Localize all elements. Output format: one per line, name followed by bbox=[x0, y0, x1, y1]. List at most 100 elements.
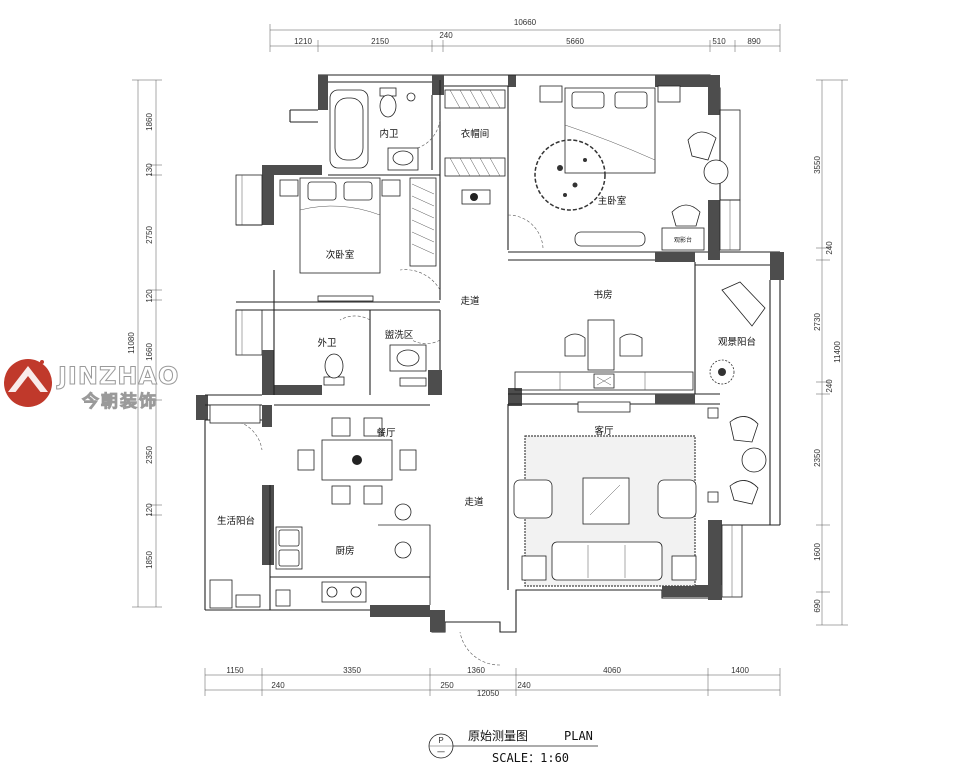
logo-brand-en: JINZHAO bbox=[56, 362, 179, 390]
washing-machine-icon bbox=[209, 579, 233, 609]
dining-table-icon bbox=[297, 417, 417, 505]
coffee-table-icon bbox=[582, 477, 630, 525]
room-label-closet: 衣帽间 bbox=[461, 128, 490, 140]
room-label-second-bedroom: 次卧室 bbox=[326, 249, 355, 261]
end-table-icon bbox=[521, 555, 547, 581]
dim-right-4: 240 bbox=[825, 379, 834, 393]
bathtub-icon bbox=[329, 89, 369, 169]
column-icon bbox=[707, 491, 719, 503]
dim-bottom-3: 1360 bbox=[467, 666, 485, 675]
interior-partitions bbox=[269, 80, 509, 610]
logo-brand-cn: 今朝装饰 bbox=[82, 391, 158, 412]
wardrobe-rack-icon bbox=[444, 89, 506, 177]
room-label-living: 客厅 bbox=[594, 425, 614, 437]
dim-right-6: 1600 bbox=[813, 543, 822, 561]
dim-top-6: 890 bbox=[747, 37, 761, 46]
chair-icon bbox=[729, 416, 759, 443]
sink-icon bbox=[387, 147, 419, 171]
room-label-washing-area: 盥洗区 bbox=[385, 329, 414, 341]
toilet-icon bbox=[379, 87, 397, 118]
dim-right-total: 11400 bbox=[833, 341, 842, 363]
double-sink-icon bbox=[275, 526, 303, 570]
room-label-master-bedroom: 主卧室 bbox=[598, 195, 627, 207]
dim-bottom-wall-2: 250 bbox=[440, 681, 454, 690]
round-rug-icon bbox=[534, 139, 606, 211]
bar-stool-icon bbox=[394, 541, 412, 559]
room-label-utility-balcony: 生活阳台 bbox=[217, 515, 255, 527]
title-block: P 一 原始测量图 PLAN SCALE：1:60 bbox=[428, 729, 598, 765]
sofa-bench-icon bbox=[574, 231, 646, 247]
dim-left-2: 130 bbox=[145, 163, 154, 177]
dim-top-2: 2150 bbox=[371, 37, 389, 46]
dim-top-1: 1210 bbox=[294, 37, 312, 46]
dim-left-4: 120 bbox=[145, 289, 154, 303]
dim-bottom-2: 3350 bbox=[343, 666, 361, 675]
plant-icon bbox=[461, 189, 491, 205]
floor-drain-icon bbox=[406, 92, 416, 102]
room-label-inner-bath: 内卫 bbox=[379, 128, 399, 140]
dim-right-labels: 11400 3550 240 2730 240 2350 1600 690 bbox=[813, 156, 842, 613]
dim-bottom-wall-3: 240 bbox=[517, 681, 531, 690]
stove-icon bbox=[321, 581, 367, 603]
nightstand-icon bbox=[657, 85, 681, 103]
walls bbox=[196, 74, 784, 633]
dim-left-7: 120 bbox=[145, 503, 154, 517]
bookshelf-icon bbox=[514, 371, 694, 391]
room-label-study: 书房 bbox=[593, 289, 612, 301]
armchair-icon bbox=[687, 131, 717, 161]
cabinet-icon bbox=[209, 404, 261, 424]
shelf-icon bbox=[235, 594, 261, 608]
dim-left-3: 2750 bbox=[145, 226, 154, 244]
chair-icon bbox=[729, 480, 759, 505]
dim-bottom-5: 1400 bbox=[731, 666, 749, 675]
lounge-chair-icon bbox=[721, 281, 766, 327]
plant-icon bbox=[709, 359, 735, 385]
nightstand-icon bbox=[539, 85, 563, 103]
dim-top-3: 240 bbox=[439, 31, 453, 40]
drawing-symbol-bottom: 一 bbox=[437, 748, 445, 757]
dim-right-5: 2350 bbox=[813, 449, 822, 467]
chair-icon bbox=[671, 204, 701, 227]
dim-bottom-4: 4060 bbox=[603, 666, 621, 675]
furniture: 观影台 bbox=[209, 85, 767, 609]
tv-cabinet-label: 观影台 bbox=[674, 236, 692, 244]
dim-right-2: 240 bbox=[825, 241, 834, 255]
toilet-icon bbox=[323, 353, 345, 386]
wardrobe-icon bbox=[409, 177, 437, 267]
dim-bottom-total: 12050 bbox=[477, 689, 500, 698]
dim-left-8: 1850 bbox=[145, 551, 154, 569]
bed-icon bbox=[564, 87, 656, 174]
appliance-icon bbox=[275, 589, 291, 607]
side-table-icon bbox=[741, 447, 767, 473]
sofa-icon bbox=[551, 541, 663, 581]
drawing-symbol-top: P bbox=[438, 736, 443, 745]
bench-icon bbox=[317, 295, 374, 302]
washer-icon bbox=[399, 377, 427, 387]
tv-cabinet-icon bbox=[661, 227, 705, 251]
end-table-icon bbox=[671, 555, 697, 581]
side-table-icon bbox=[703, 159, 729, 185]
drawing-title-cn: 原始测量图 bbox=[468, 729, 528, 743]
sink-icon bbox=[389, 344, 427, 372]
kitchen-counter bbox=[378, 524, 431, 605]
dim-right-7: 690 bbox=[813, 599, 822, 613]
dim-left-5: 1660 bbox=[145, 343, 154, 361]
dim-top-4: 5660 bbox=[566, 37, 584, 46]
drawing-title-en: PLAN bbox=[564, 729, 593, 743]
dim-top-total: 10660 bbox=[514, 18, 537, 27]
brand-logo: JINZHAO 今朝装饰 bbox=[4, 359, 179, 412]
room-labels: 内卫 衣帽间 主卧室 次卧室 走道 书房 外卫 盥洗区 观景阳台 餐厅 客厅 走… bbox=[217, 128, 756, 557]
dim-right-1: 3550 bbox=[813, 156, 822, 174]
nightstand-icon bbox=[279, 179, 299, 197]
room-label-dining: 餐厅 bbox=[376, 427, 396, 439]
dimension-lines: 10660 1210 2150 240 5660 510 890 1150 33… bbox=[127, 18, 848, 698]
bed-icon bbox=[299, 177, 381, 274]
desk-icon bbox=[564, 319, 643, 371]
dim-left-1: 1860 bbox=[145, 113, 154, 131]
dim-left-total: 11080 bbox=[127, 332, 136, 354]
tv-stand-icon bbox=[577, 401, 631, 413]
dim-left-labels: 11080 1860 130 2750 120 1660 2350 120 18… bbox=[127, 113, 154, 569]
armchair-icon bbox=[513, 479, 553, 519]
room-label-corridor-bottom: 走道 bbox=[464, 496, 484, 508]
room-label-corridor-top: 走道 bbox=[460, 295, 480, 307]
